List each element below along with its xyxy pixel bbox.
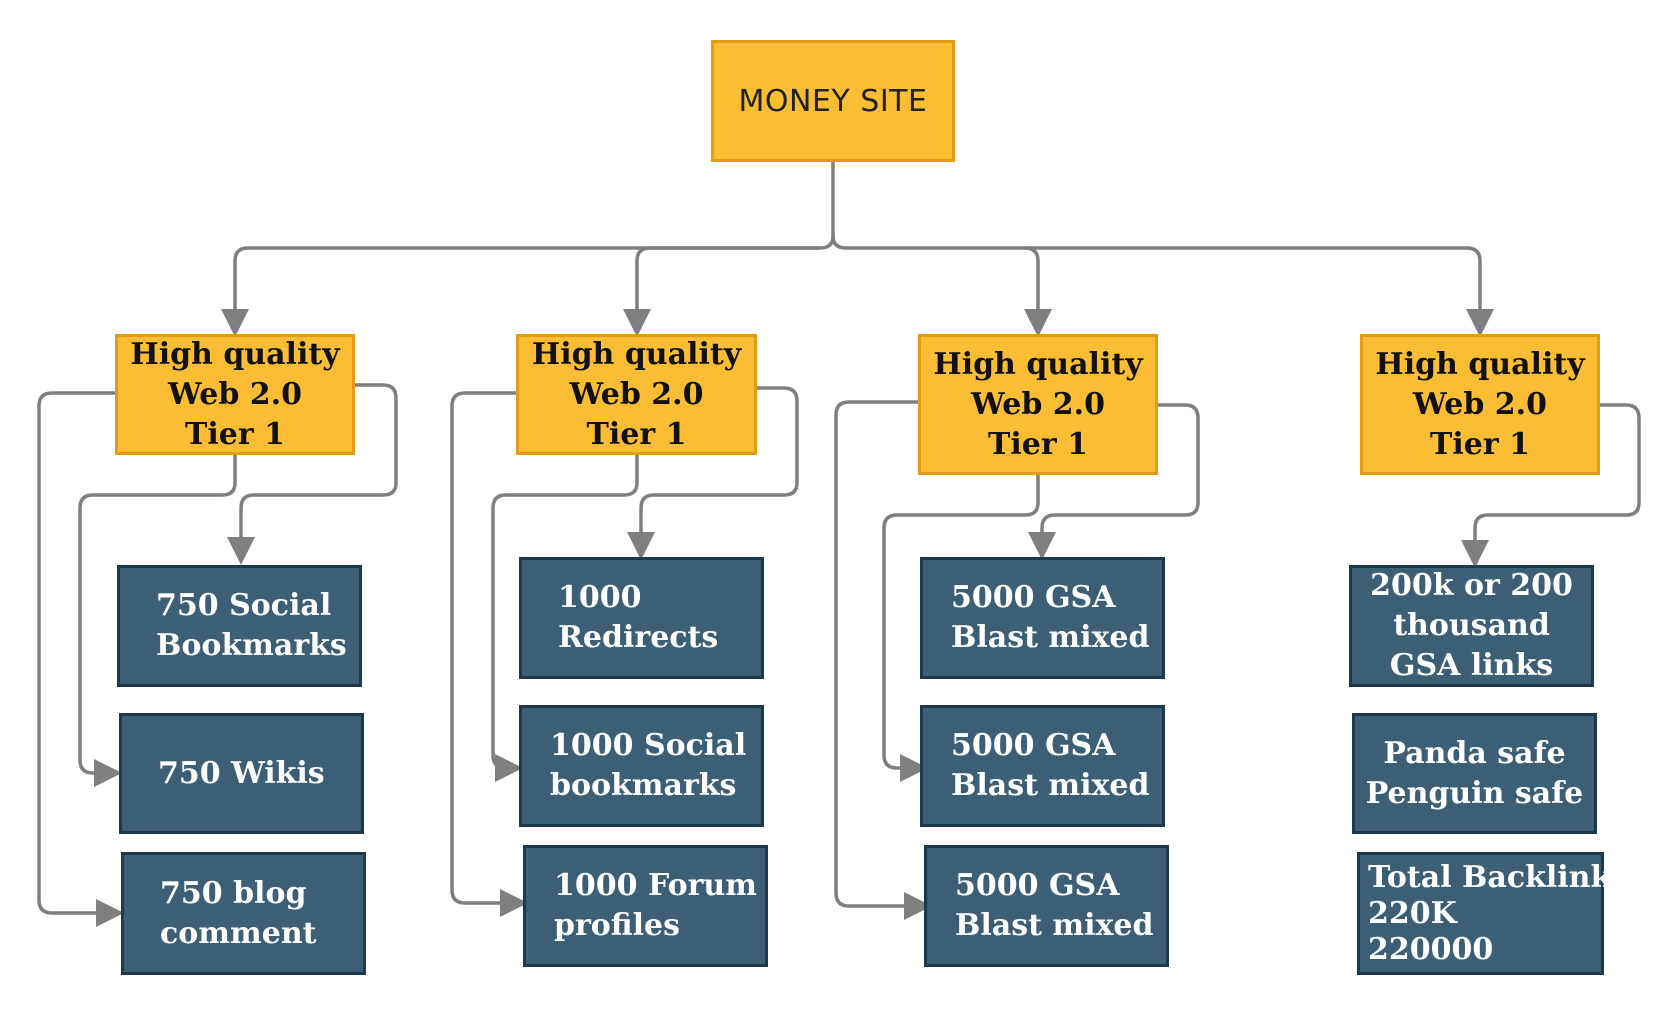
root-trunk-line (819, 162, 835, 250)
leaf-line-2: Redirects (558, 620, 719, 655)
tier-line-3: Tier 1 (185, 416, 285, 452)
col2-to-leaf1-line (627, 386, 799, 560)
leaf-line-2: comment (160, 915, 317, 951)
tier1-box-3: High quality Web 2.0 Tier 1 (918, 334, 1158, 475)
leaf-line-1: 200k or 200 (1370, 568, 1573, 603)
col3-to-leaf1-line (1028, 403, 1200, 560)
leaf-wikis: 750 Wikis (119, 713, 364, 834)
leaf-line-1: 1000 Forum (554, 868, 757, 903)
leaf-line-1: 5000 GSA (955, 868, 1120, 903)
leaf-gsa-blast-2: 5000 GSA Blast mixed (920, 705, 1165, 827)
col1-to-leaf1-line (227, 383, 398, 565)
leaf-line-1: 1000 Social (550, 728, 747, 763)
tier-line-1: High quality (531, 336, 742, 372)
leaf-line-1: 5000 GSA (951, 728, 1116, 763)
leaf-forum-profiles: 1000 Forum profiles (523, 845, 768, 967)
leaf-line-1: 750 Social (156, 588, 332, 623)
tier1-box-4: High quality Web 2.0 Tier 1 (1360, 334, 1600, 475)
leaf-line-3: GSA links (1389, 648, 1554, 683)
leaf-line-1: 750 blog (160, 875, 307, 911)
leaf-line-1: Panda safe (1383, 735, 1566, 771)
col3-to-leaf3-line (834, 400, 932, 920)
leaf-line-1: Total Backlinks (1368, 859, 1629, 895)
leaf-line-2: Penguin safe (1365, 775, 1584, 811)
money-site-box: MONEY SITE (711, 40, 955, 162)
tier1-box-1: High quality Web 2.0 Tier 1 (115, 334, 355, 455)
leaf-line-2: 220K (1368, 895, 1457, 931)
leaf-line-2: Blast mixed (955, 908, 1154, 943)
root-to-tier3-line (831, 235, 1052, 337)
leaf-line-1: 750 Wikis (158, 755, 325, 791)
col2-to-leaf2-line (491, 455, 639, 782)
tier-line-3: Tier 1 (988, 426, 1088, 462)
col1-to-leaf3-line (37, 391, 124, 927)
leaf-line-2: Blast mixed (951, 620, 1150, 655)
root-to-tier2-line (623, 246, 820, 337)
leaf-line-2: Bookmarks (156, 628, 347, 663)
tier1-box-2: High quality Web 2.0 Tier 1 (516, 334, 757, 455)
tier-line-2: Web 2.0 (569, 376, 704, 412)
leaf-blog-comment: 750 blog comment (121, 852, 366, 975)
leaf-social-bookmarks-2: 1000 Social bookmarks (519, 705, 764, 827)
leaf-panda-penguin-safe: Panda safe Penguin safe (1352, 713, 1597, 834)
leaf-redirects: 1000 Redirects (519, 557, 764, 679)
tier-line-3: Tier 1 (1430, 426, 1530, 462)
leaf-gsa-blast-1: 5000 GSA Blast mixed (920, 557, 1165, 679)
leaf-total-backlinks: Total Backlinks 220K 220000 (1357, 852, 1629, 975)
leaf-line-2: bookmarks (550, 768, 737, 803)
tier-line-2: Web 2.0 (168, 376, 302, 412)
col4-to-leaf1-line (1461, 403, 1641, 568)
leaf-line-2: thousand (1393, 608, 1550, 643)
root-bus-line (221, 246, 820, 337)
leaf-social-bookmarks: 750 Social Bookmarks (117, 565, 362, 687)
leaf-gsa-blast-3: 5000 GSA Blast mixed (924, 845, 1169, 967)
col1-to-leaf2-line (78, 455, 237, 787)
tier-line-1: High quality (933, 346, 1143, 382)
tier-line-2: Web 2.0 (971, 386, 1105, 422)
tier-line-1: High quality (130, 336, 340, 372)
tier-line-1: High quality (1375, 346, 1585, 382)
root-to-tier4-line (1025, 246, 1494, 337)
leaf-line-3: 220000 (1368, 931, 1494, 967)
leaf-line-2: profiles (554, 908, 680, 943)
money-site-label: MONEY SITE (738, 83, 928, 119)
leaf-line-2: Blast mixed (951, 768, 1150, 803)
tier-line-2: Web 2.0 (1413, 386, 1547, 422)
leaf-gsa-links: 200k or 200 thousand GSA links (1349, 565, 1594, 687)
leaf-line-1: 1000 (558, 580, 642, 615)
col2-to-leaf3-line (450, 391, 528, 917)
leaf-line-1: 5000 GSA (951, 580, 1116, 615)
col3-to-leaf2-line (882, 475, 1040, 782)
tier-line-3: Tier 1 (586, 416, 687, 452)
